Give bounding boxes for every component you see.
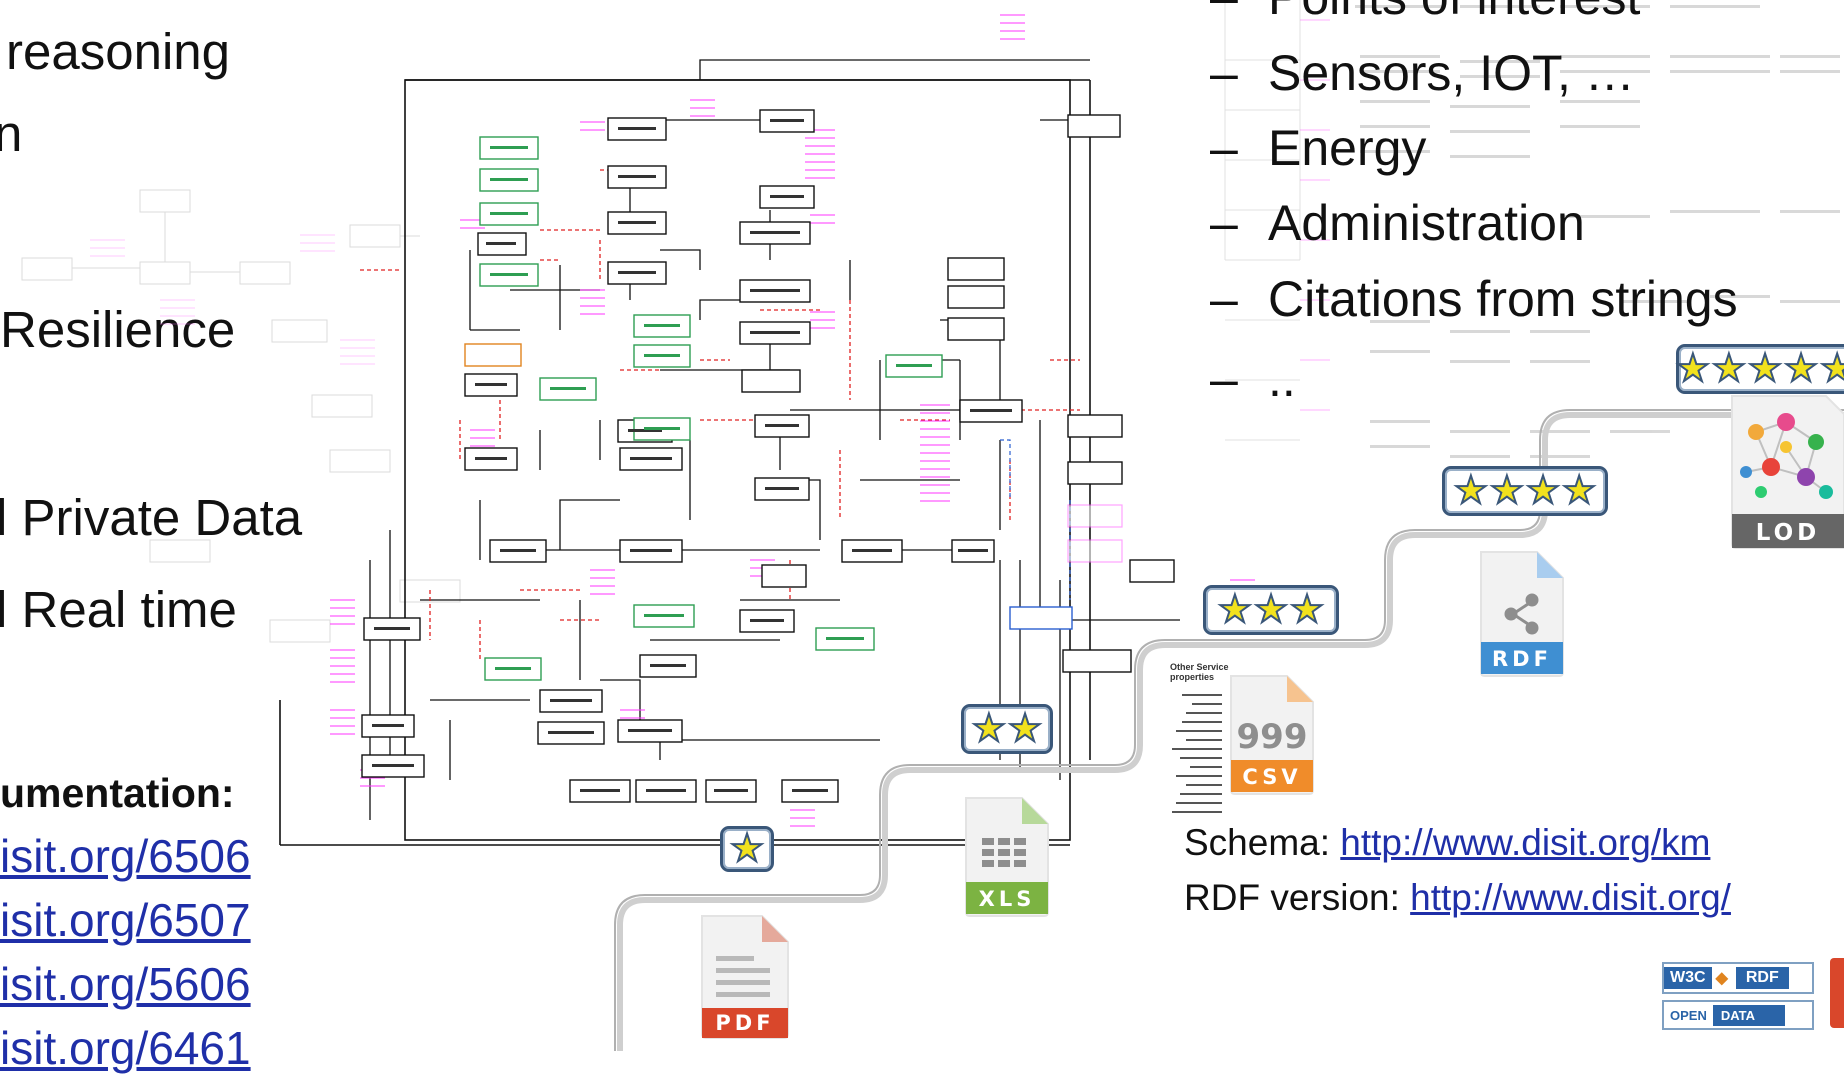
svg-text:RDF: RDF [1492, 647, 1552, 671]
rdf-cube-icon: ◆ [1715, 970, 1728, 987]
star-icon: ★ [1253, 589, 1289, 631]
rdf-logo-text: RDF [1735, 967, 1789, 989]
lod-cloud-icon: LOD [1731, 395, 1844, 549]
schema-label: Schema: [1184, 822, 1341, 863]
bullet-points-of-interest: –Points of interest [1210, 0, 1640, 26]
w3c-rdf-logo: W3C ◆ RDF [1662, 962, 1814, 994]
bullet-administration: –Administration [1210, 195, 1585, 251]
svg-text:properties: properties [1170, 672, 1214, 682]
star-icon: ★ [1711, 348, 1747, 390]
star-icon: ★ [1489, 470, 1525, 512]
star-icon: ★ [1675, 348, 1711, 390]
star-icon: ★ [971, 708, 1007, 750]
doc-link-6506[interactable]: isit.org/6506 [0, 830, 251, 882]
star-icon: ★ [1747, 348, 1783, 390]
five-star-badge: ★★★★★ [1675, 344, 1844, 394]
feature-real-time: l Real time [0, 581, 237, 638]
rdf-version-line: RDF version: http://www.disit.org/ [1184, 877, 1731, 919]
rdf-version-link[interactable]: http://www.disit.org/ [1410, 877, 1731, 918]
four-star-badge: ★★★★ [1442, 466, 1608, 516]
open-logo-text: OPEN [1670, 1007, 1707, 1023]
faded-schema-background [21, 0, 1840, 643]
feature-private-data: l Private Data [0, 489, 303, 546]
two-star-badge: ★★ [961, 704, 1053, 754]
svg-text:PDF: PDF [715, 1011, 774, 1035]
bullet-citations-from-strings: –Citations from strings [1210, 271, 1738, 327]
star-icon: ★ [1453, 470, 1489, 512]
documentation-heading: umentation: [0, 770, 235, 816]
three-star-badge: ★★★ [1203, 585, 1339, 635]
other-service-properties-label: Other Service [1170, 662, 1229, 672]
star-icon: ★ [1819, 348, 1844, 390]
svg-text:999: 999 [1237, 717, 1308, 757]
doc-link-5606[interactable]: isit.org/5606 [0, 958, 251, 1010]
five-star-staircase [614, 409, 1844, 1051]
open-data-logo: OPEN DATA [1662, 1000, 1814, 1030]
schema-link[interactable]: http://www.disit.org/km [1340, 822, 1711, 863]
star-icon: ★ [729, 828, 765, 870]
svg-text:XLS: XLS [979, 887, 1036, 911]
ontology-diagram: Other Service properties [279, 14, 1255, 846]
svg-text:CSV: CSV [1242, 765, 1301, 789]
feature-reasoning: reasoning [6, 23, 230, 80]
star-icon: ★ [1217, 589, 1253, 631]
bullet-more: –.. [1210, 351, 1296, 407]
feature-fragment: n [0, 105, 23, 162]
feature-resilience: Resilience [0, 301, 236, 358]
csv-file-icon: 999 CSV [1230, 675, 1314, 795]
one-star-badge: ★ [720, 826, 774, 872]
star-icon: ★ [1525, 470, 1561, 512]
xls-file-icon: XLS [965, 797, 1049, 917]
pdf-file-icon: PDF [701, 915, 789, 1039]
bullet-sensors-iot: –Sensors, IOT, … [1210, 45, 1635, 101]
rdf-version-label: RDF version: [1184, 877, 1411, 918]
svg-text:LOD: LOD [1756, 520, 1820, 546]
bullet-energy: –Energy [1210, 120, 1427, 176]
data-logo-text: DATA [1712, 1004, 1786, 1026]
star-icon: ★ [1007, 708, 1043, 750]
schema-line: Schema: http://www.disit.org/km [1184, 822, 1710, 864]
star-icon: ★ [1561, 470, 1597, 512]
rdf-file-icon: RDF [1480, 551, 1564, 677]
doc-link-6507[interactable]: isit.org/6507 [0, 894, 251, 946]
star-icon: ★ [1289, 589, 1325, 631]
star-icon: ★ [1783, 348, 1819, 390]
w3c-logo-text: W3C [1664, 967, 1712, 989]
partial-logo [1830, 958, 1844, 1028]
